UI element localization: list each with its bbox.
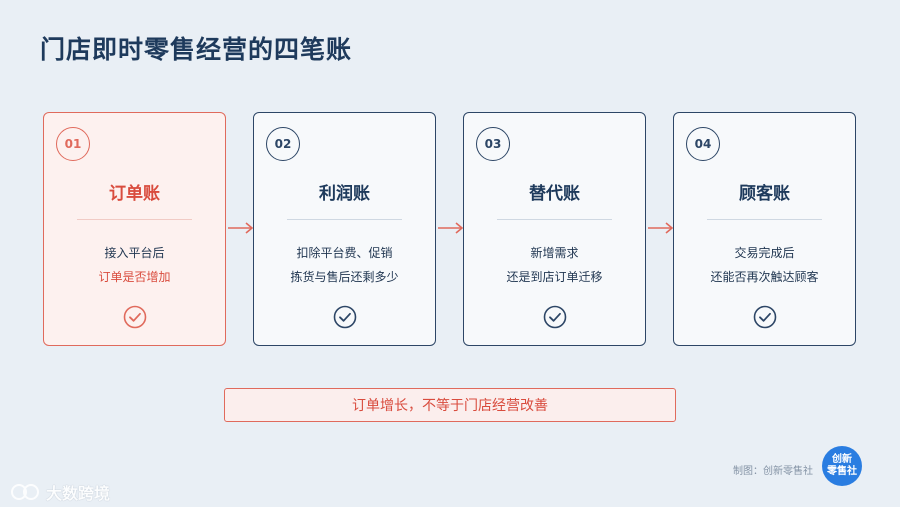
card-order: 01 订单账 接入平台后 订单是否增加: [43, 112, 226, 346]
watermark-logo-icon: [11, 484, 39, 500]
arrow-right-icon: [438, 222, 464, 234]
logo-line-2: 零售社: [827, 466, 857, 477]
card-title: 顾客账: [739, 184, 790, 204]
check-circle-icon: [333, 305, 356, 329]
arrow-right-icon: [228, 222, 254, 234]
check-circle-icon: [123, 305, 146, 329]
card-line-2: 还是到店订单迁移: [506, 270, 603, 284]
check-circle-icon: [543, 305, 566, 329]
card-profit: 02 利润账 扣除平台费、促销 拣货与售后还剩多少: [253, 112, 436, 346]
card-title: 替代账: [529, 184, 580, 204]
card-line-2: 拣货与售后还剩多少: [290, 270, 399, 284]
card-number-badge: 03: [476, 127, 510, 161]
watermark: 大数跨境: [10, 480, 110, 504]
brand-logo: 创新 零售社: [822, 446, 862, 486]
card-number-badge: 02: [266, 127, 300, 161]
card-divider: [77, 219, 192, 220]
card-line-1: 新增需求: [530, 246, 579, 260]
card-title: 利润账: [319, 184, 370, 204]
credit-text: 制图：创新零售社: [733, 466, 813, 477]
conclusion-banner: 订单增长，不等于门店经营改善: [224, 388, 676, 422]
arrow-right-icon: [648, 222, 674, 234]
card-substitution: 03 替代账 新增需求 还是到店订单迁移: [463, 112, 646, 346]
card-divider: [707, 219, 822, 220]
card-line-2: 还能否再次触达顾客: [710, 270, 819, 284]
card-title: 订单账: [109, 184, 160, 204]
logo-line-1: 创新: [832, 454, 852, 465]
card-divider: [497, 219, 612, 220]
card-line-2: 订单是否增加: [98, 270, 171, 284]
card-line-1: 交易完成后: [734, 246, 795, 260]
card-number-badge: 01: [56, 127, 90, 161]
card-line-1: 扣除平台费、促销: [296, 246, 393, 260]
check-circle-icon: [753, 305, 776, 329]
watermark-text: 大数跨境: [46, 484, 111, 503]
card-divider: [287, 219, 402, 220]
page-title: 门店即时零售经营的四笔账: [40, 35, 353, 64]
card-number-badge: 04: [686, 127, 720, 161]
card-customer: 04 顾客账 交易完成后 还能否再次触达顾客: [673, 112, 856, 346]
card-line-1: 接入平台后: [104, 246, 165, 260]
